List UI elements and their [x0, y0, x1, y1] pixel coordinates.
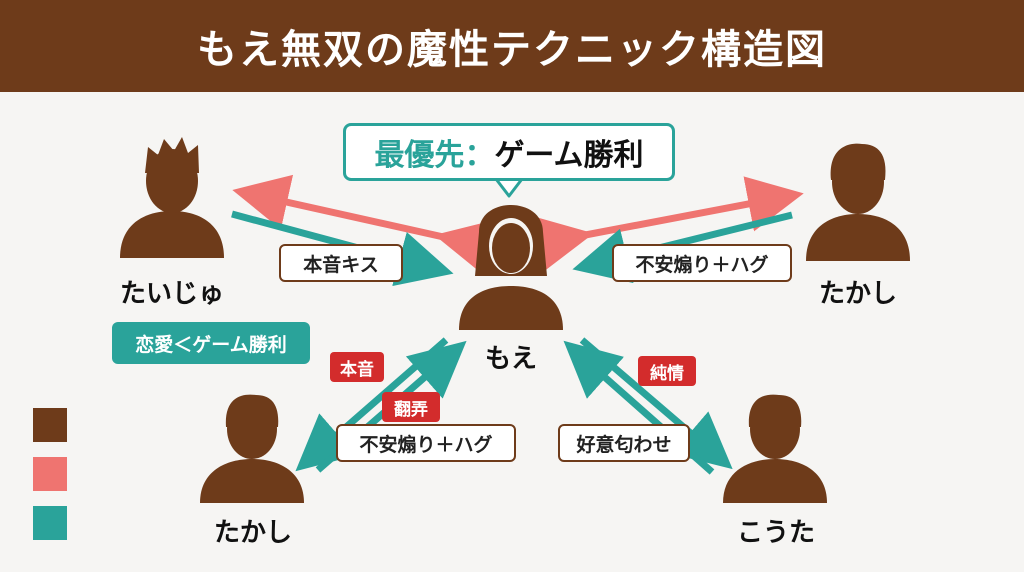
edge-label-top-left: 本音キス	[279, 244, 403, 282]
pink-arrow-tl-bidirectional	[232, 174, 496, 275]
man-icon	[723, 394, 827, 503]
person-name-takashi-top: たかし	[818, 279, 897, 309]
priority-colon: ：	[464, 138, 495, 173]
person-name-takashi-bottom: たかし	[213, 518, 292, 548]
page-title: もえ無双の魔性テクニック構造図	[0, 0, 1024, 92]
person-name-kouta: こうた	[736, 518, 815, 548]
goal-badge: 恋愛＜ゲーム勝利	[112, 322, 310, 364]
tag-junjo: 純情	[638, 356, 696, 386]
man-icon	[200, 394, 304, 503]
person-name-taiju: たいじゅ	[119, 279, 224, 309]
priority-label: 最優先	[374, 138, 465, 173]
priority-bubble: 最優先 ： ゲーム勝利	[343, 123, 675, 181]
man-spiky-hair-icon	[120, 137, 224, 258]
man-icon	[806, 143, 910, 261]
priority-value: ゲーム勝利	[494, 138, 644, 173]
person-name-moe: もえ	[484, 344, 537, 374]
woman-icon	[459, 205, 563, 330]
legend-swatch-teal	[33, 506, 67, 540]
edge-label-bottom-right: 好意匂わせ	[558, 424, 690, 462]
edge-label-top-right: 不安煽り＋ハグ	[612, 244, 792, 282]
edge-label-bottom-left: 不安煽り＋ハグ	[336, 424, 516, 462]
tag-honro: 翻弄	[382, 392, 440, 422]
teal-arrow-tl	[231, 210, 454, 287]
tag-honne: 本音	[330, 352, 384, 382]
priority-bubble-pointer	[494, 177, 524, 198]
legend-swatch-pink	[33, 457, 67, 491]
pink-arrow-tr-bidirectional	[533, 176, 804, 272]
legend-swatch-brown	[33, 408, 67, 442]
